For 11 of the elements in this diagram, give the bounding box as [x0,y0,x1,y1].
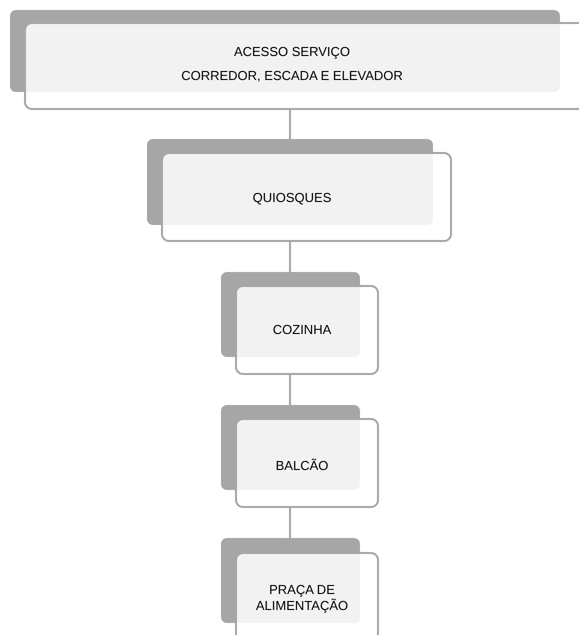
process-box [24,22,579,110]
process-box [235,552,379,635]
process-box [161,152,452,242]
box-label: QUIOSQUES [252,190,332,206]
process-box [235,285,379,375]
box-label: ACESSO SERVIÇO [234,44,350,60]
process-box [235,418,379,508]
box-label: COZINHA [272,322,332,338]
box-label: BALCÃO [276,458,328,474]
box-label: PRAÇA DE ALIMENTAÇÃO [254,582,350,614]
box-label: CORREDOR, ESCADA E ELEVADOR [181,68,403,84]
